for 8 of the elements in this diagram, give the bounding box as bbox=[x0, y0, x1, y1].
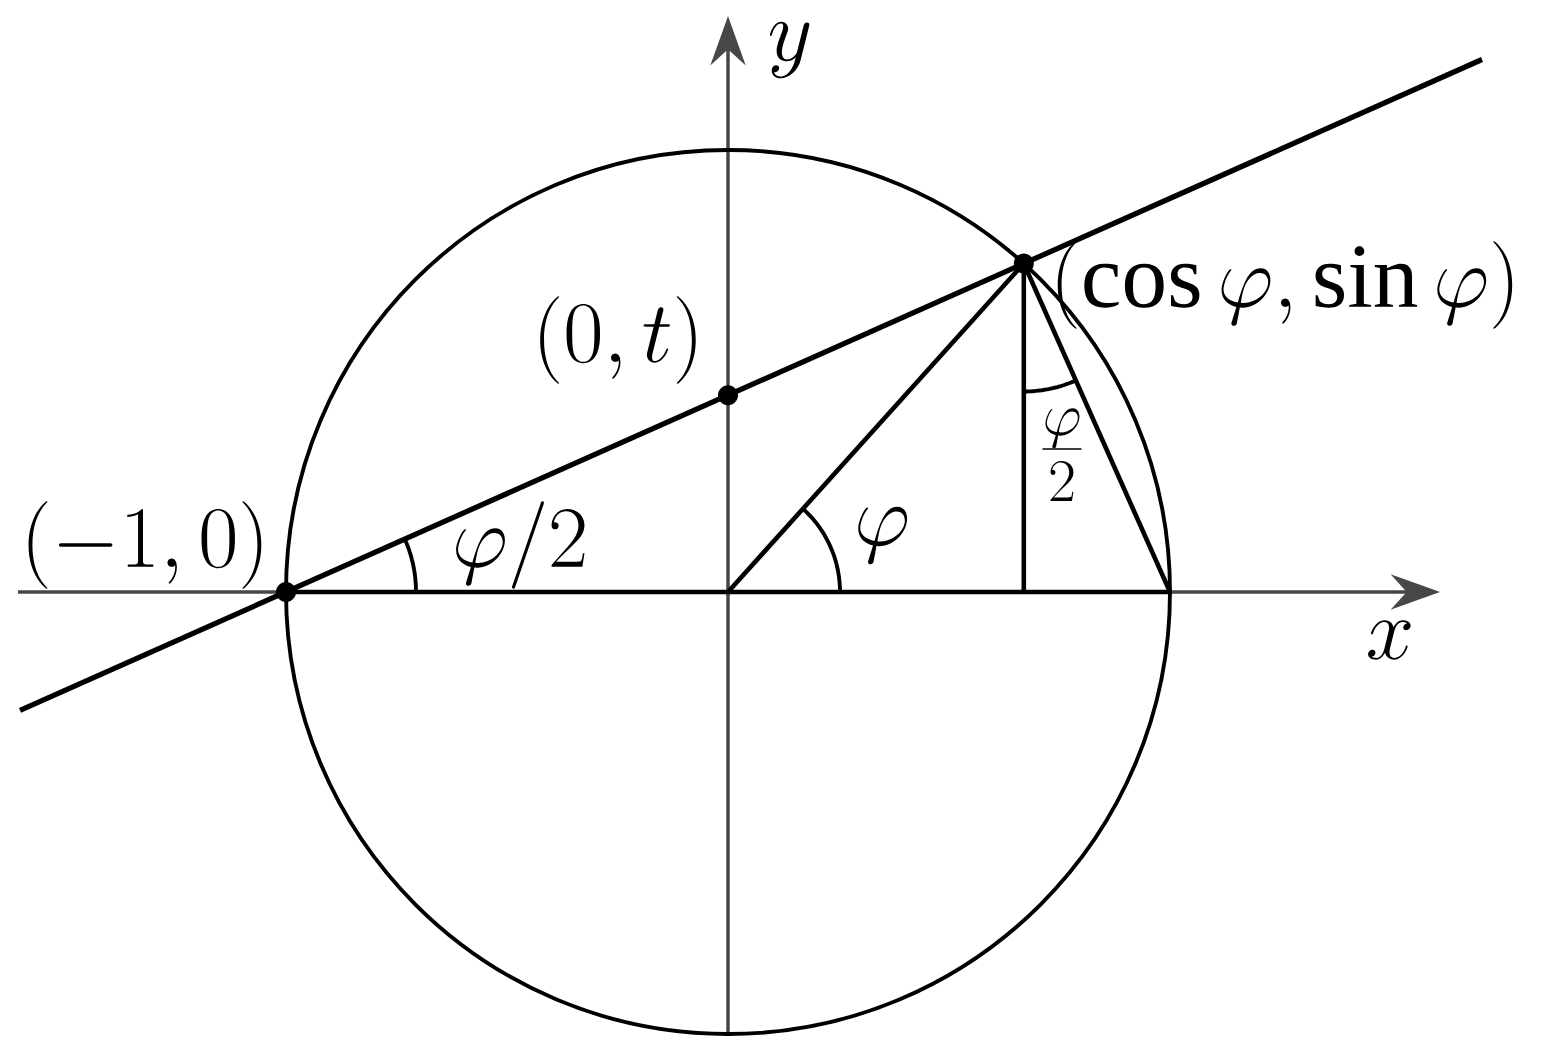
math-label: $(\cos\varphi,\sin\varphi)$ bbox=[1057, 241, 1513, 329]
math-label: $\frac{\varphi}{2}$ bbox=[1042, 408, 1082, 502]
math-label: $(0,t)$ bbox=[540, 296, 696, 384]
math-label: $y$ bbox=[769, 21, 810, 79]
math-label: $x$ bbox=[1368, 620, 1411, 660]
math-label: $\varphi/2$ bbox=[456, 501, 585, 589]
math-label: $(-1,0)$ bbox=[28, 501, 262, 589]
math-label: $\varphi$ bbox=[858, 506, 908, 565]
